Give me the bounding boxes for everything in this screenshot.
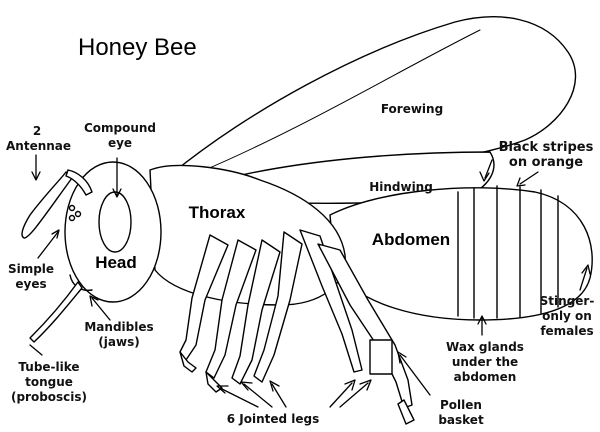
label-black-stripes: Black stripeson orange: [494, 140, 598, 170]
label-forewing: Forewing: [375, 102, 449, 117]
label-mandibles: Mandibles(jaws): [80, 320, 158, 350]
label-stinger: Stinger-only onfemales: [534, 294, 600, 339]
compound-eye-shape: [99, 192, 131, 252]
label-antennae: 2Antennae: [6, 124, 68, 154]
diagram-title: Honey Bee: [78, 34, 197, 62]
label-legs: 6 Jointed legs: [218, 412, 328, 427]
pollen-basket-shape: [370, 340, 392, 374]
label-abdomen: Abdomen: [364, 232, 458, 247]
label-pollen-basket: Pollenbasket: [430, 398, 492, 428]
label-wax-glands: Wax glandsunder theabdomen: [444, 340, 526, 385]
label-hindwing: Hindwing: [364, 180, 438, 195]
label-thorax: Thorax: [182, 205, 252, 220]
label-simple-eyes: Simpleeyes: [2, 262, 60, 292]
label-tongue: Tube-liketongue(proboscis): [6, 360, 92, 405]
label-head: Head: [90, 255, 142, 270]
label-compound-eye: Compoundeye: [80, 121, 160, 151]
